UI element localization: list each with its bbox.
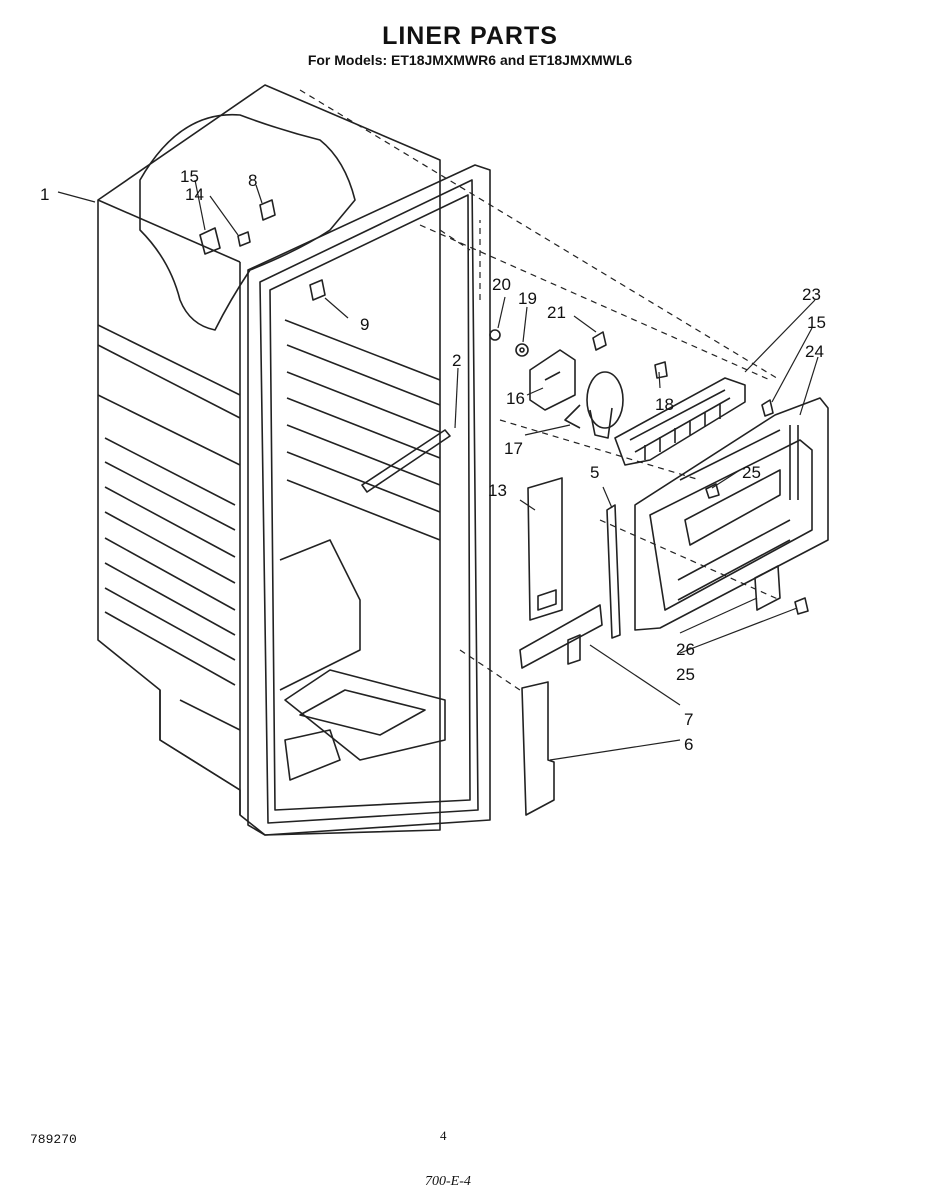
callout-24: 24 [805,342,824,361]
callout-23: 23 [802,285,821,304]
cover-26 [754,565,781,611]
callout-9: 9 [360,315,369,334]
callout-17: 17 [504,439,523,458]
liner-body [97,84,441,836]
cover-6 [521,681,555,816]
fan-grille [614,377,746,466]
callout-labels: 1 2 5 6 7 8 9 13 14 15 16 17 18 19 20 21… [40,167,826,754]
callout-7: 7 [684,710,693,729]
callout-20: 20 [492,275,511,294]
callout-26: 26 [676,640,695,659]
callout-8: 8 [248,171,257,190]
callout-6: 6 [684,735,693,754]
seal-5 [606,504,621,639]
callout-21: 21 [547,303,566,322]
callout-2: 2 [452,351,461,370]
callout-25-upper: 25 [742,463,761,482]
callout-1: 1 [40,185,49,204]
handwritten-note: 700-E-4 [425,1174,471,1189]
callout-18: 18 [655,395,674,414]
bracket-7 [519,604,603,669]
callout-15-right: 15 [807,313,826,332]
callout-15-left: 15 [180,167,199,186]
page-number: 4 [440,1128,447,1143]
fan-motor-assembly [529,349,624,439]
dashed-leaders [299,89,781,691]
duct-13 [527,477,563,621]
callout-leaders [57,179,819,761]
callout-16: 16 [506,389,525,408]
callout-13: 13 [488,481,507,500]
callout-25-lower: 25 [676,665,695,684]
small-parts [199,199,809,615]
callout-19: 19 [518,289,537,308]
rear-panel [634,397,829,631]
callout-5: 5 [590,463,599,482]
callout-14: 14 [185,185,204,204]
diagram-title: LINER PARTS [382,22,558,50]
document-code: 789270 [30,1132,77,1147]
liner-front-frame [247,164,491,836]
models-subtitle: For Models: ET18JMXMWR6 and ET18JMXMWL6 [307,52,633,68]
